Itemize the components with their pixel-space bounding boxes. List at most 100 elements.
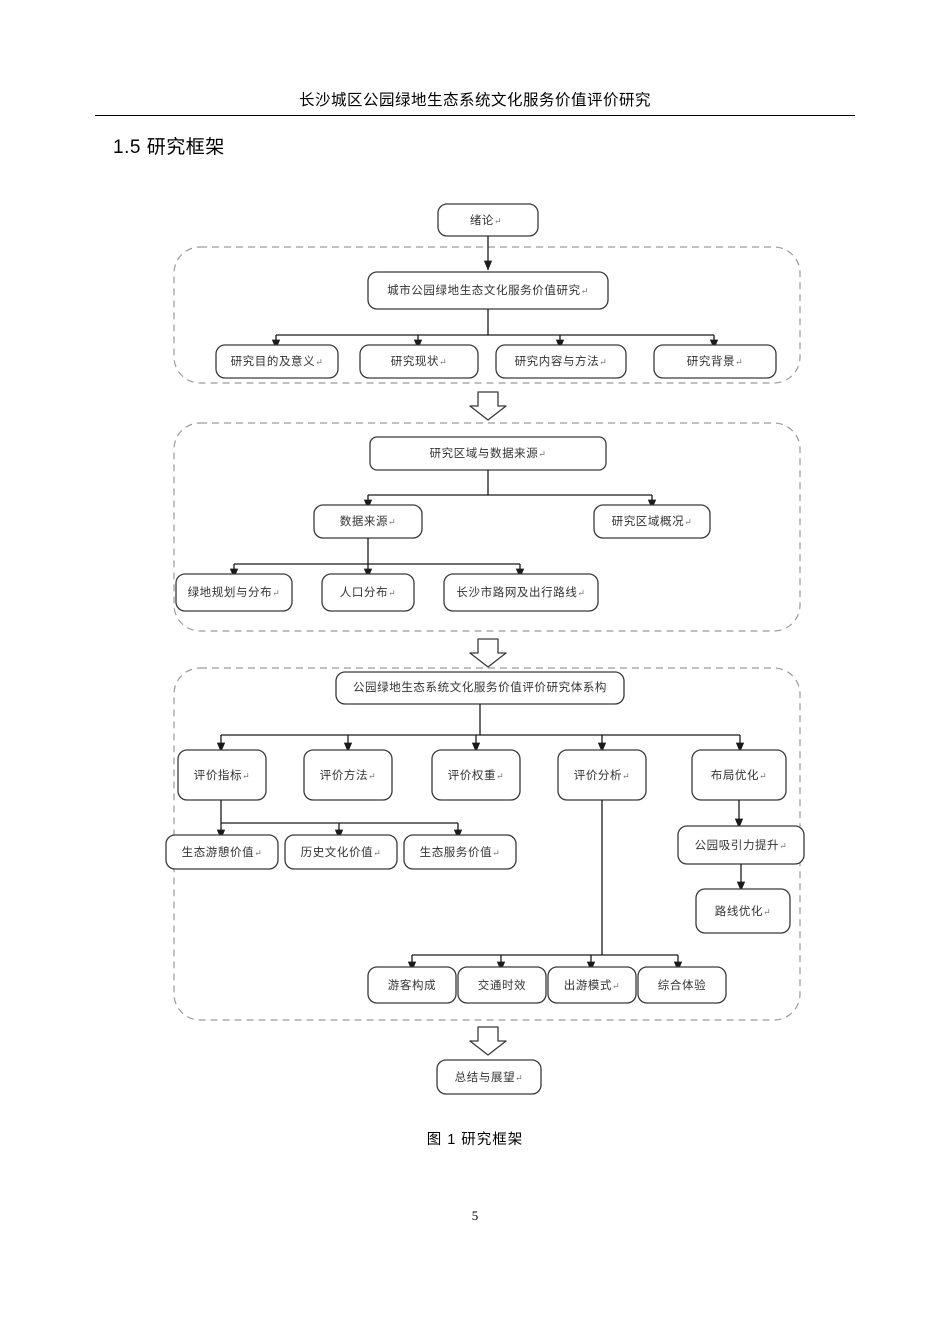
- node-indicator-child-0[interactable]: 生态游憩价值↵: [165, 834, 279, 870]
- node-analysis-child-0-label: 游客构成: [388, 978, 436, 992]
- svg-text:评价分析↵: 评价分析↵: [574, 768, 631, 782]
- node-eval-child-3[interactable]: 评价分析↵: [557, 749, 647, 801]
- svg-text:出游模式↵: 出游模式↵: [564, 978, 621, 992]
- running-head: 长沙城区公园绿地生态系统文化服务价值评价研究: [298, 92, 651, 109]
- node-intro-child-1-label: 研究现状: [391, 354, 439, 368]
- node-intro-child-0[interactable]: 研究目的及意义↵: [215, 344, 339, 379]
- node-data-child-2-mark: ↵: [577, 588, 585, 598]
- flow-arrow-3: [469, 1026, 507, 1056]
- node-indicator-child-1[interactable]: 历史文化价值↵: [284, 834, 398, 870]
- node-optimization-chain-0-mark: ↵: [779, 841, 787, 851]
- group-box-introduction: [173, 246, 801, 384]
- node-eval-child-0[interactable]: 评价指标↵: [177, 749, 267, 801]
- node-intro-child-0-mark: ↵: [315, 357, 323, 367]
- node-optimization-chain-1-mark: ↵: [763, 907, 771, 917]
- node-eval-child-0-mark: ↵: [242, 771, 250, 781]
- node-area-root[interactable]: 研究区域与数据来源↵: [369, 436, 607, 471]
- node-data-child-0-mark: ↵: [272, 588, 280, 598]
- svg-text:公园吸引力提升↵: 公园吸引力提升↵: [695, 838, 788, 852]
- node-intro-child-3[interactable]: 研究背景↵: [653, 344, 777, 379]
- node-entry-label: 绪论: [470, 213, 494, 227]
- node-area-child-1-label: 研究区域概况: [612, 514, 685, 528]
- node-analysis-child-1[interactable]: 交通时效: [457, 966, 547, 1004]
- node-eval-child-2[interactable]: 评价权重↵: [431, 749, 521, 801]
- node-intro-child-1[interactable]: 研究现状↵: [359, 344, 479, 379]
- svg-text:绪论↵: 绪论↵: [470, 213, 502, 227]
- node-data-child-0[interactable]: 绿地规划与分布↵: [175, 573, 293, 612]
- node-eval-child-4-label: 布局优化: [711, 768, 759, 782]
- node-area-child-1-mark: ↵: [684, 517, 692, 527]
- node-area-child-0-label: 数据来源: [340, 514, 388, 528]
- node-data-child-1[interactable]: 人口分布↵: [321, 573, 415, 612]
- node-intro-child-2[interactable]: 研究内容与方法↵: [495, 344, 627, 379]
- node-optimization-chain-1-label: 路线优化: [715, 904, 763, 918]
- svg-text:布局优化↵: 布局优化↵: [711, 768, 768, 782]
- node-exit-mark: ↵: [515, 1073, 523, 1083]
- node-eval-child-1-mark: ↵: [368, 771, 376, 781]
- node-intro-child-1-mark: ↵: [439, 357, 447, 367]
- node-analysis-child-2[interactable]: 出游模式↵: [547, 966, 637, 1004]
- node-data-child-2[interactable]: 长沙市路网及出行路线↵: [443, 573, 599, 612]
- node-exit[interactable]: 总结与展望↵: [436, 1059, 542, 1095]
- node-eval-child-1-label: 评价方法: [320, 768, 368, 782]
- node-data-child-2-label: 长沙市路网及出行路线: [456, 585, 577, 599]
- section-heading: 1.5 研究框架: [113, 137, 225, 158]
- svg-text:评价方法↵: 评价方法↵: [320, 768, 377, 782]
- node-indicator-child-2-label: 生态服务价值: [420, 845, 493, 859]
- svg-text:数据来源↵: 数据来源↵: [340, 514, 397, 528]
- node-indicator-child-1-label: 历史文化价值: [301, 845, 374, 859]
- node-entry-mark: ↵: [494, 216, 502, 226]
- node-analysis-child-3-label: 综合体验: [658, 978, 706, 992]
- node-eval-child-3-mark: ↵: [622, 771, 630, 781]
- node-optimization-chain-0-label: 公园吸引力提升: [695, 838, 780, 852]
- node-area-child-overview[interactable]: 研究区域概况↵: [593, 504, 711, 539]
- svg-text:研究区域与数据来源↵: 研究区域与数据来源↵: [429, 446, 546, 460]
- flow-arrow-2: [469, 638, 507, 668]
- node-intro-root[interactable]: 城市公园绿地生态文化服务价值研究↵: [367, 271, 609, 310]
- node-analysis-child-2-label: 出游模式: [564, 978, 612, 992]
- figure-caption: 图 1 研究框架: [426, 1132, 524, 1148]
- node-intro-child-0-label: 研究目的及意义: [231, 354, 316, 368]
- svg-text:生态游憩价值↵: 生态游憩价值↵: [182, 845, 263, 859]
- page-number: 5: [471, 1208, 479, 1223]
- node-area-root-mark: ↵: [538, 449, 546, 459]
- node-entry[interactable]: 绪论↵: [437, 203, 539, 237]
- node-intro-child-2-label: 研究内容与方法: [515, 354, 600, 368]
- svg-text:总结与展望↵: 总结与展望↵: [455, 1070, 524, 1084]
- node-area-root-label: 研究区域与数据来源: [429, 446, 538, 460]
- svg-text:历史文化价值↵: 历史文化价值↵: [301, 845, 382, 859]
- connector-area-bus: [363, 470, 657, 510]
- node-indicator-child-2[interactable]: 生态服务价值↵: [403, 834, 517, 870]
- node-intro-child-3-label: 研究背景: [687, 354, 735, 368]
- node-eval-child-1[interactable]: 评价方法↵: [303, 749, 393, 801]
- svg-text:长沙市路网及出行路线↵: 长沙市路网及出行路线↵: [456, 585, 585, 599]
- node-analysis-child-1-label: 交通时效: [478, 978, 526, 992]
- node-optimization-chain-1[interactable]: 路线优化↵: [695, 888, 791, 934]
- svg-text:城市公园绿地生态文化服务价值研究↵: 城市公园绿地生态文化服务价值研究↵: [387, 283, 589, 297]
- svg-text:研究背景↵: 研究背景↵: [687, 354, 744, 368]
- header-rule: [95, 115, 855, 116]
- svg-text:人口分布↵: 人口分布↵: [340, 586, 397, 599]
- connector-data-source-bus: [229, 538, 525, 579]
- node-eval-child-0-label: 评价指标: [194, 768, 242, 782]
- node-analysis-child-3[interactable]: 综合体验: [637, 966, 727, 1004]
- node-area-child-data-source[interactable]: 数据来源↵: [313, 504, 423, 539]
- svg-text:评价权重↵: 评价权重↵: [448, 768, 505, 782]
- group-box-study-area: [173, 422, 801, 632]
- svg-text:生态服务价值↵: 生态服务价值↵: [420, 845, 501, 859]
- node-indicator-child-0-mark: ↵: [254, 848, 262, 858]
- svg-text:研究区域概况↵: 研究区域概况↵: [612, 514, 693, 528]
- node-data-child-1-mark: ↵: [388, 588, 396, 598]
- svg-text:综合体验: 综合体验: [658, 978, 706, 992]
- node-eval-child-4[interactable]: 布局优化↵: [691, 749, 787, 801]
- svg-text:研究现状↵: 研究现状↵: [391, 354, 448, 368]
- flow-arrow-1: [469, 391, 507, 421]
- node-eval-root[interactable]: 公园绿地生态系统文化服务价值评价研究体系构: [335, 671, 625, 705]
- node-optimization-chain-0[interactable]: 公园吸引力提升↵: [677, 825, 805, 865]
- node-eval-child-3-label: 评价分析: [574, 768, 622, 782]
- node-analysis-child-0[interactable]: 游客构成: [367, 966, 457, 1004]
- node-exit-label: 总结与展望: [455, 1070, 516, 1084]
- svg-text:研究内容与方法↵: 研究内容与方法↵: [515, 354, 608, 368]
- node-area-child-0-mark: ↵: [388, 517, 396, 527]
- node-eval-child-2-mark: ↵: [496, 771, 504, 781]
